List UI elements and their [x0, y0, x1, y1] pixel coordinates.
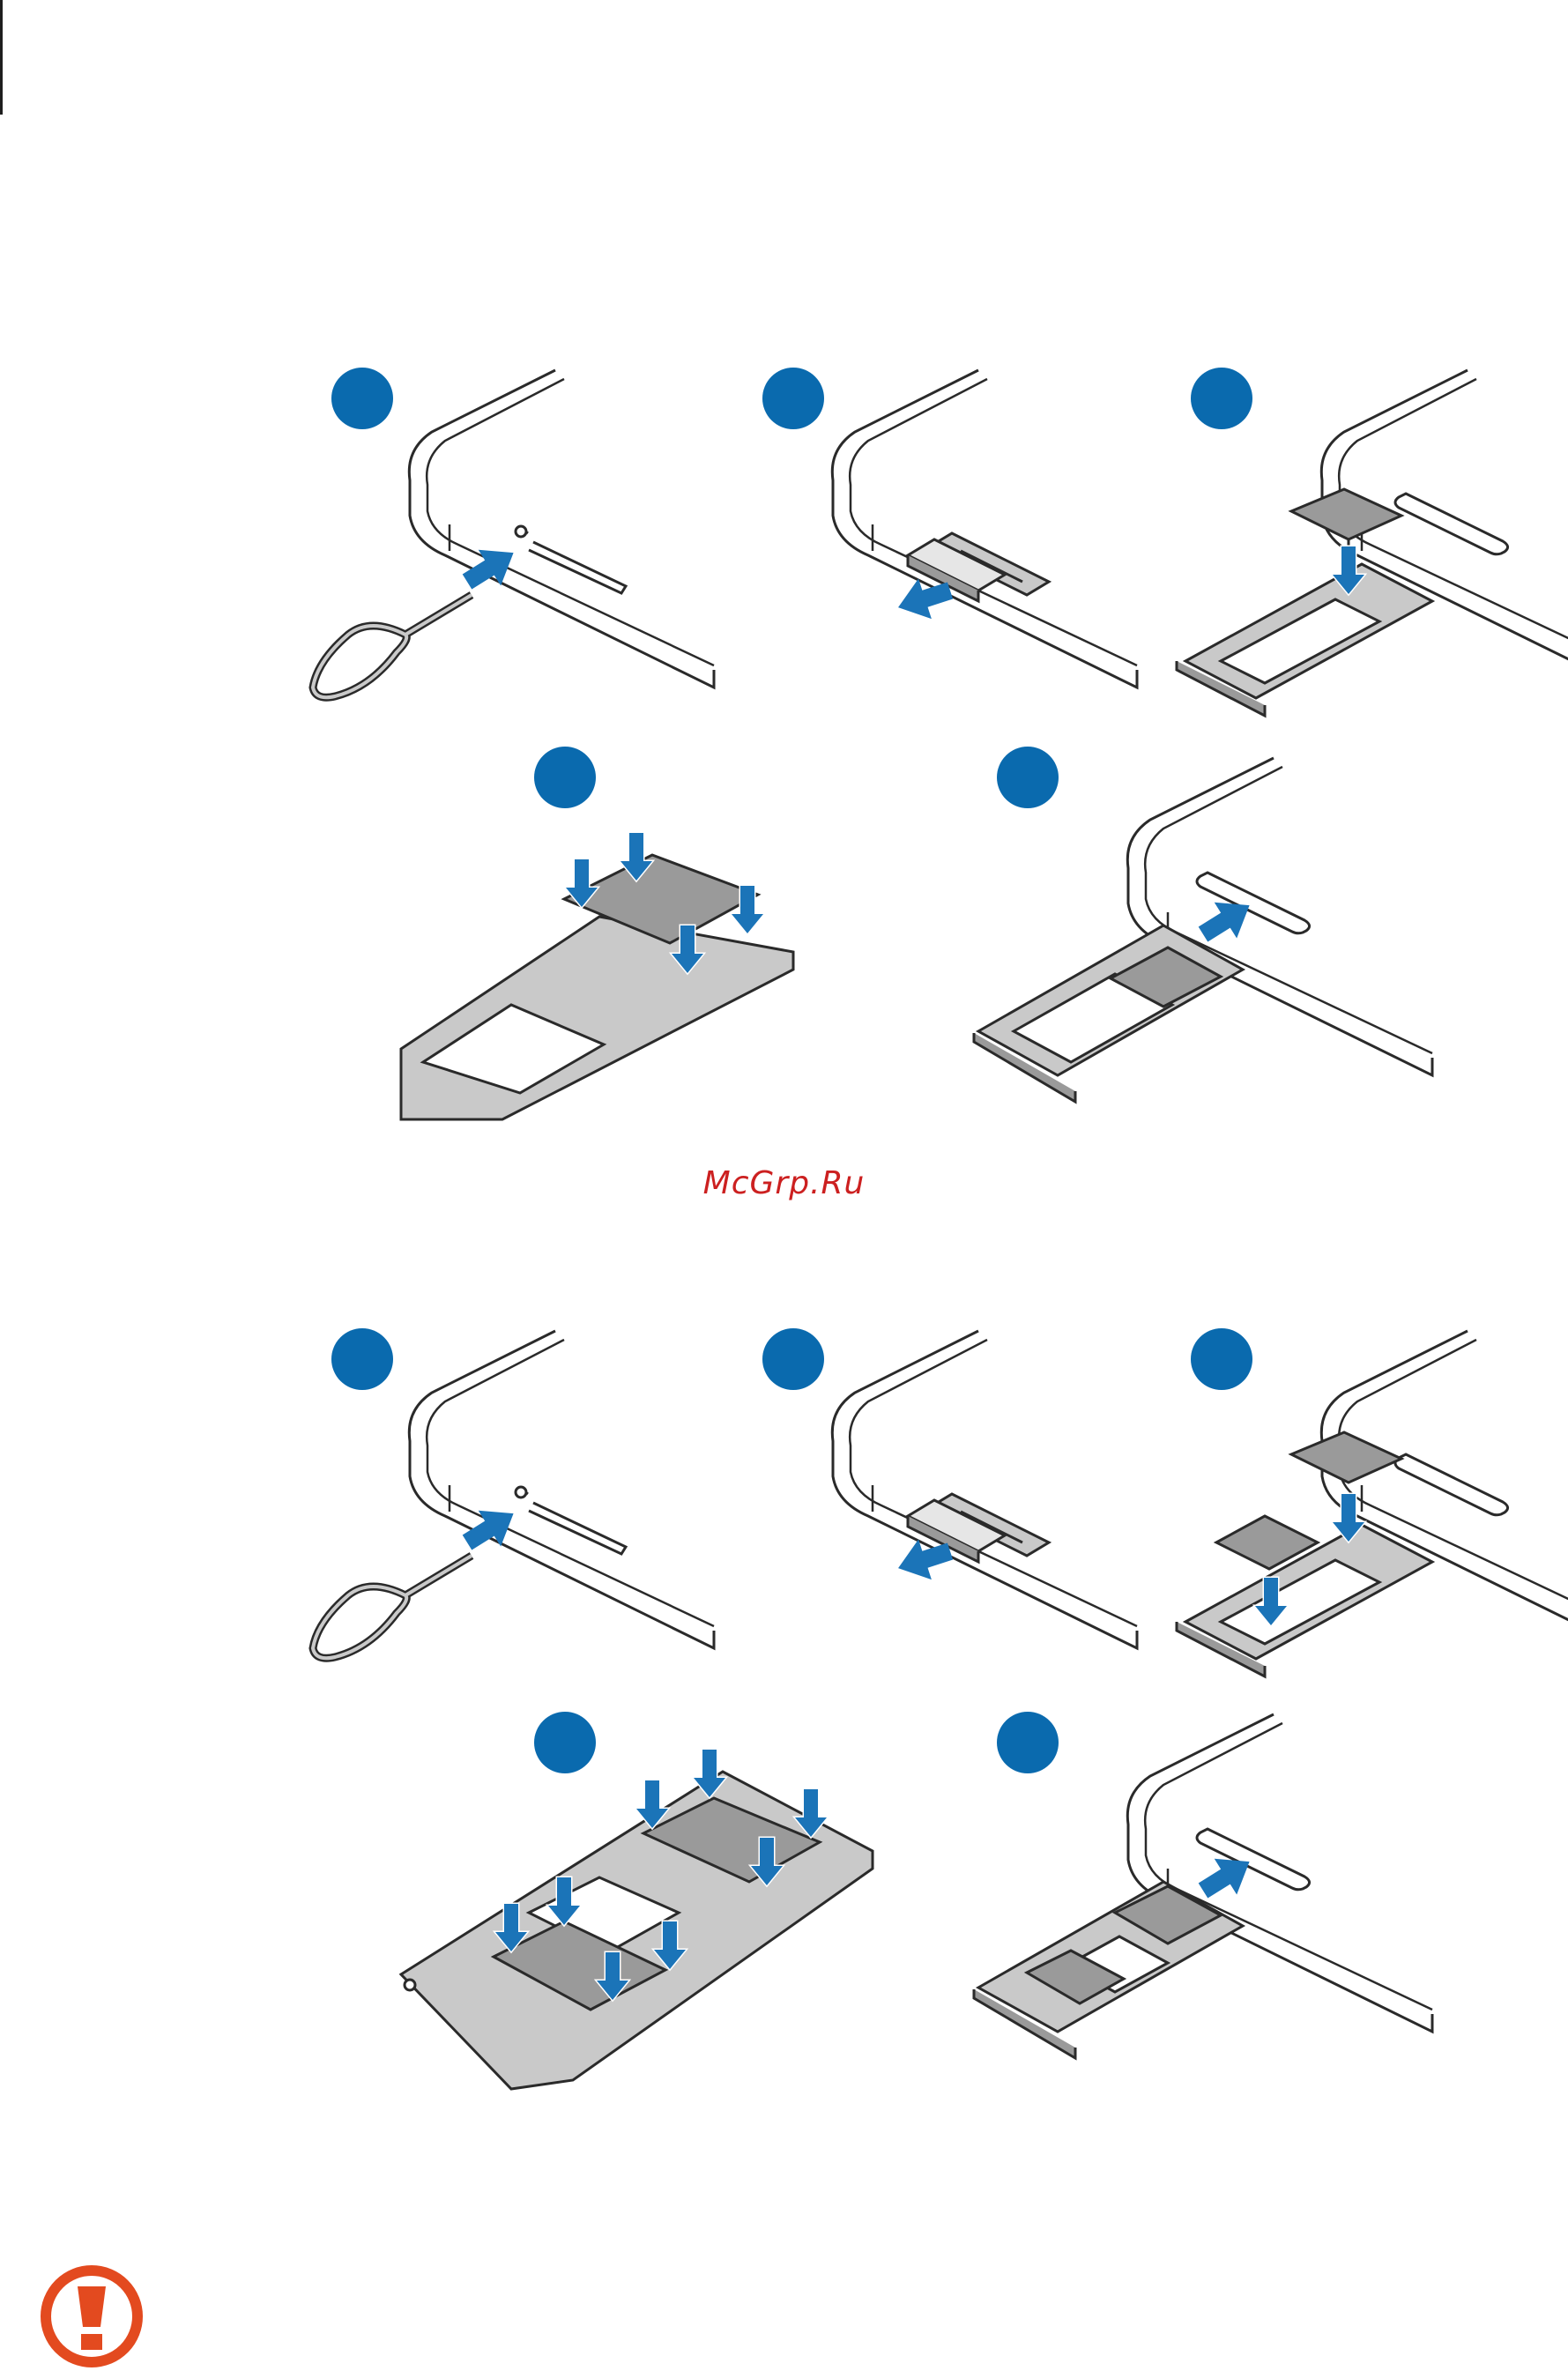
figure2-step2-illustration — [873, 1331, 1137, 1666]
step-badge — [331, 368, 393, 429]
step-badge — [997, 747, 1059, 808]
step-badge — [762, 368, 824, 429]
step-badge — [997, 1712, 1059, 1773]
step-badge — [534, 1712, 596, 1773]
figure1-step5-illustration — [970, 758, 1384, 1111]
step-badge — [1191, 1328, 1252, 1390]
figure1-step4-illustration — [397, 829, 802, 1119]
figure2-step4-illustration — [397, 1736, 890, 2089]
step-badge — [1191, 368, 1252, 429]
figure1-step2-illustration — [873, 370, 1137, 705]
watermark: McGrp.Ru — [0, 1165, 1568, 1201]
exclamation-caution-icon — [39, 2263, 145, 2369]
step-badge — [534, 747, 596, 808]
step-badge — [762, 1328, 824, 1390]
page-edge-mark — [0, 0, 3, 115]
step-badge — [331, 1328, 393, 1390]
